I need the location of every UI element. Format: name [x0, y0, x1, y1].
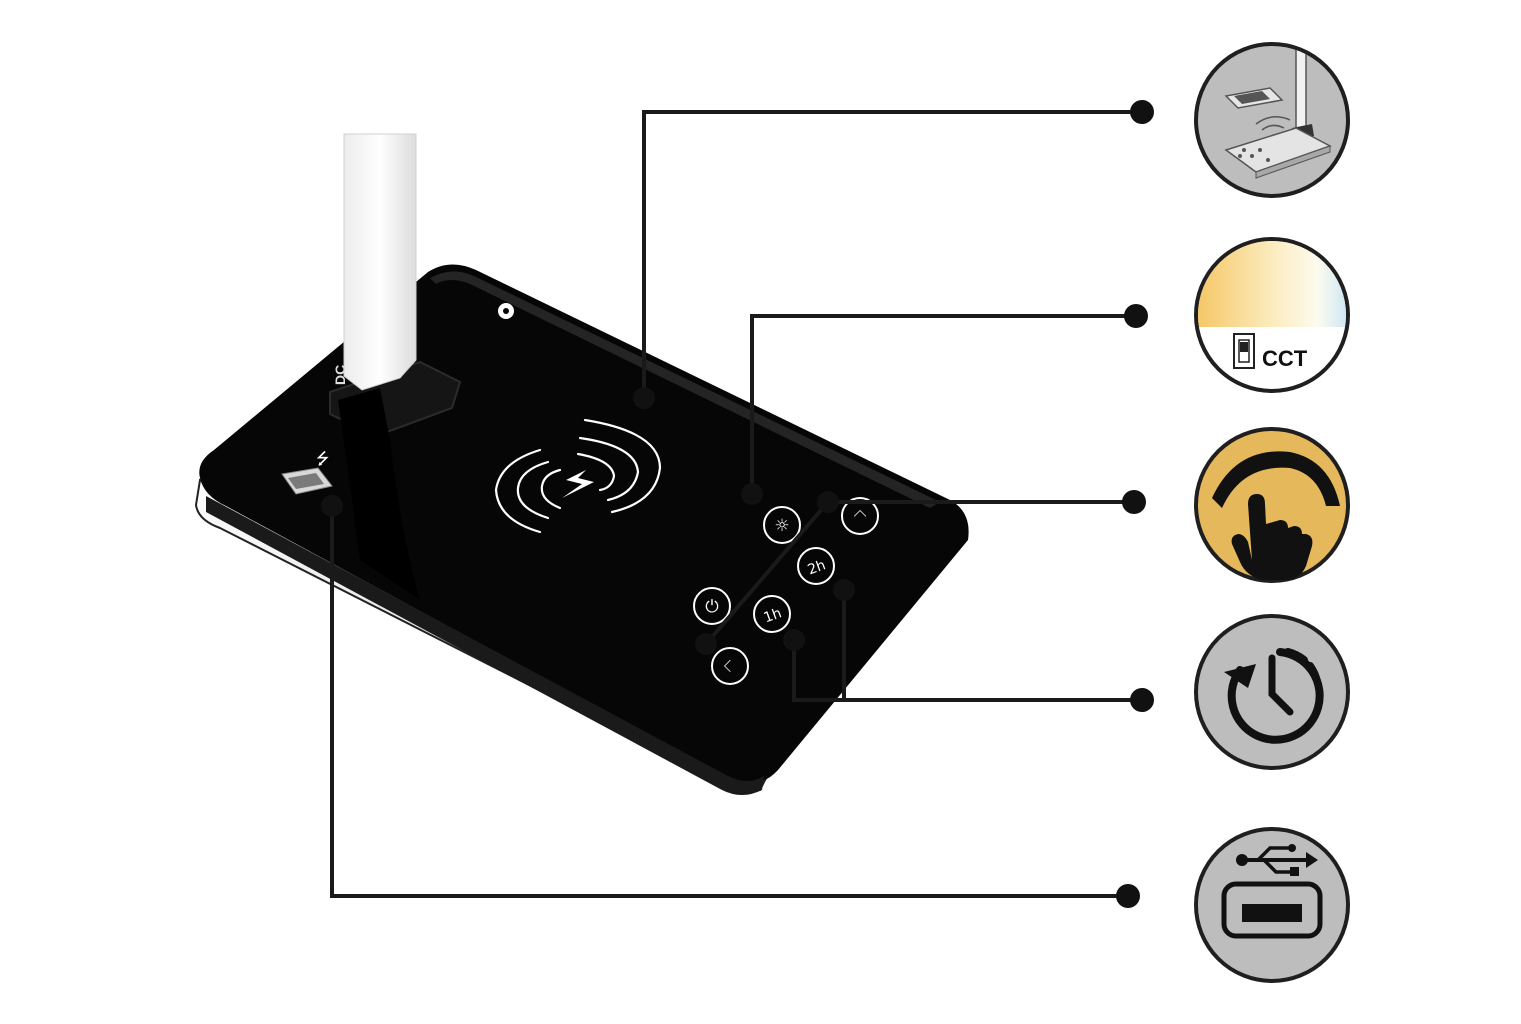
- timer-icon: [1227, 648, 1324, 744]
- wireless-charging-bolt-icon: [562, 470, 594, 498]
- lamp-base: DC ⭍ ☼ ⌵ 2h ⏻ 1h ⌵: [194, 133, 969, 795]
- cct-label: CCT: [1262, 346, 1308, 371]
- feature-badge-touch-dimming: [1194, 427, 1350, 583]
- base-usb-port[interactable]: [281, 467, 333, 495]
- callout-lines: [330, 110, 1142, 898]
- base-usb-symbol: ⭍: [316, 449, 329, 468]
- lamp-stem: [343, 133, 417, 391]
- feature-badge-auto-off-timer: [1194, 614, 1350, 770]
- lamp-base-gloss: [430, 271, 940, 508]
- touch-button-up[interactable]: ⌵: [841, 497, 879, 535]
- callout-line-cct: [750, 314, 1136, 494]
- feature-badge-cct: CCT: [1194, 237, 1350, 393]
- phone-on-wireless-charger-icon: [1224, 46, 1332, 179]
- cct-switch-icon: [1233, 333, 1255, 369]
- callout-dots: [321, 100, 1154, 908]
- wireless-charging-pad: [494, 418, 662, 534]
- touch-button-up-glyph: ⌵: [853, 505, 866, 525]
- touch-button-brightness-glyph: ☼: [774, 516, 789, 536]
- touch-button-power[interactable]: ⏻: [693, 587, 731, 625]
- touch-button-timer2h[interactable]: 2h: [797, 547, 835, 585]
- callout-line-timer: [792, 640, 1142, 702]
- timer-arrow-icon: [1224, 664, 1256, 688]
- touch-button-timer2h-glyph: 2h: [806, 557, 828, 578]
- dc-port-label: DC: [332, 365, 348, 385]
- feature-badge-usb-port: [1194, 827, 1350, 983]
- callout-line-usb: [330, 506, 1128, 898]
- touch-button-power-glyph: ⏻: [705, 597, 719, 617]
- touch-button-down[interactable]: ⌵: [711, 647, 749, 685]
- touch-button-timer1h[interactable]: 1h: [753, 595, 791, 633]
- touch-button-down-glyph: ⌵: [719, 660, 739, 673]
- callout-line-wireless: [642, 110, 1142, 398]
- touch-dimmer-icon: [1212, 451, 1340, 580]
- usb-port-icon: [1221, 844, 1323, 939]
- touch-button-brightness[interactable]: ☼: [763, 506, 801, 544]
- feature-badge-wireless-charging: [1194, 42, 1350, 198]
- color-temperature-icon: [1198, 241, 1346, 327]
- stem-hinge: [338, 388, 420, 600]
- touch-button-timer1h-glyph: 1h: [762, 605, 784, 626]
- touch-button-group: ☼ ⌵ 2h ⏻ 1h ⌵: [693, 497, 879, 685]
